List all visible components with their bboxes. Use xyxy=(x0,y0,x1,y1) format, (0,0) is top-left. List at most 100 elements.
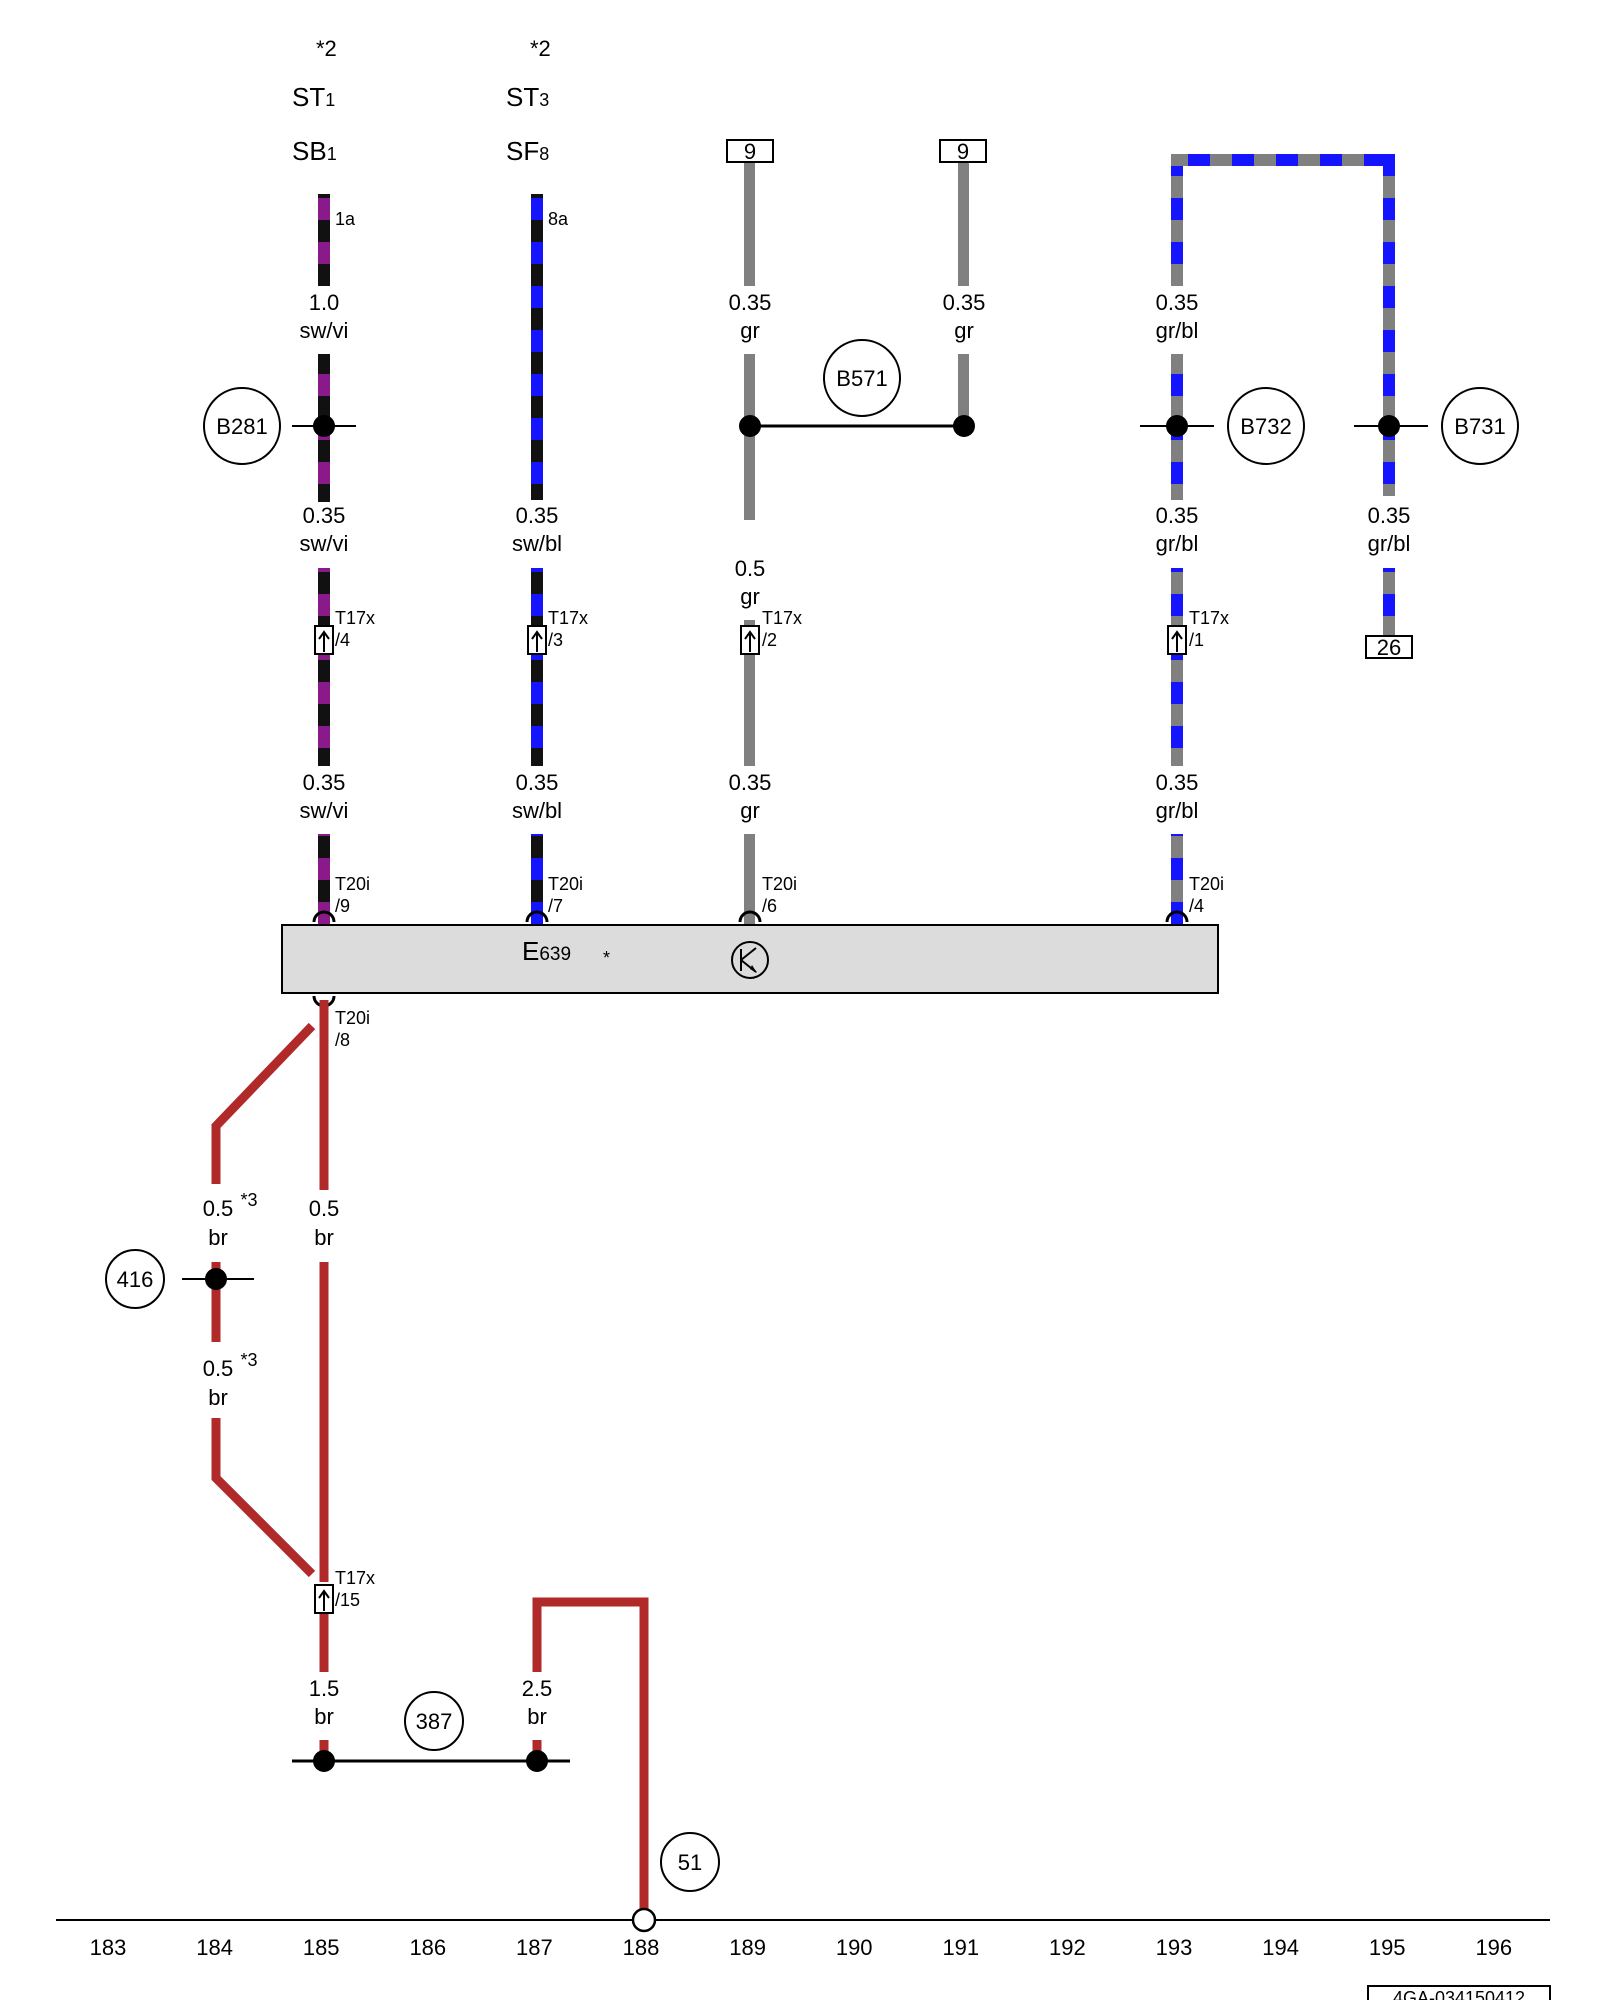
connector-t17x-15: T17x /15 xyxy=(314,1568,375,1614)
wire-189-gr xyxy=(744,162,755,924)
wire-size: 0.35 xyxy=(729,770,772,795)
track-number: 184 xyxy=(196,1935,233,1960)
track-number: 191 xyxy=(942,1935,979,1960)
wire-color: gr xyxy=(740,318,760,343)
wire-color: br xyxy=(527,1704,547,1729)
transistor-icon xyxy=(731,941,769,979)
wire-size: 0.35 xyxy=(1156,290,1199,315)
track-number: 192 xyxy=(1049,1935,1086,1960)
wire-size: 0.35 xyxy=(1156,770,1199,795)
wire-color: gr xyxy=(740,584,760,609)
svg-text:T17x: T17x xyxy=(762,608,802,628)
component-label: E639 xyxy=(522,936,571,966)
brown-wire-labels: 0.5 *3 br 0.5 *3 br 0.5 br 1.5 br 2.5 br xyxy=(203,1190,553,1729)
svg-text:T20i: T20i xyxy=(762,874,797,894)
wire-color: br xyxy=(314,1704,334,1729)
track-number: 186 xyxy=(409,1935,446,1960)
splice-label: B281 xyxy=(216,414,267,439)
wire-size: 0.35 xyxy=(1368,503,1411,528)
splice-label: B732 xyxy=(1240,414,1291,439)
svg-text:/9: /9 xyxy=(335,896,350,916)
splice-label: 416 xyxy=(117,1267,154,1292)
connector-t20i-7: T20i /7 xyxy=(525,874,583,923)
wire-color: gr/bl xyxy=(1156,798,1199,823)
svg-text:T17x: T17x xyxy=(335,1568,375,1588)
supply-st: ST1 xyxy=(292,82,335,112)
svg-text:T20i: T20i xyxy=(548,874,583,894)
wire-color: sw/vi xyxy=(300,798,349,823)
supply-st: ST3 xyxy=(506,82,549,112)
wire-color: sw/bl xyxy=(512,798,562,823)
wire-size: 0.35 xyxy=(729,290,772,315)
track-number: 196 xyxy=(1475,1935,1512,1960)
wire-color: gr xyxy=(954,318,974,343)
splice-b731: B731 xyxy=(1354,387,1519,465)
document-id: 4GA-034150412 xyxy=(1367,1985,1551,2000)
wire-size: 0.35 xyxy=(303,770,346,795)
connector-t20i-9: T20i /9 xyxy=(312,874,370,923)
supply-sf: SF8 xyxy=(506,136,549,166)
svg-text:/4: /4 xyxy=(1189,896,1204,916)
track-number: 195 xyxy=(1369,1935,1406,1960)
splice-label: B571 xyxy=(836,366,887,391)
connector-t17x-1: T17x /1 xyxy=(1167,608,1229,655)
supply-note: *2 xyxy=(530,36,551,61)
wire-size: 0.35 xyxy=(516,770,559,795)
track-number: 189 xyxy=(729,1935,766,1960)
wire-color: gr/bl xyxy=(1156,318,1199,343)
wire-color: br xyxy=(208,1225,228,1250)
wire-193-195-grbl xyxy=(1171,154,1395,924)
wire-note: *3 xyxy=(240,1190,257,1210)
wire-size: 0.5 xyxy=(203,1356,234,1381)
wire-brown-ground xyxy=(211,1000,649,1914)
wire-size: 0.35 xyxy=(1156,503,1199,528)
track-number: 183 xyxy=(90,1935,127,1960)
wire-191-gr xyxy=(958,162,969,426)
svg-text:9: 9 xyxy=(957,139,969,164)
wire-color: gr xyxy=(740,798,760,823)
track-number: 188 xyxy=(623,1935,660,1960)
wire-color: sw/vi xyxy=(300,318,349,343)
connector-t17x-2: T17x /2 xyxy=(740,608,802,655)
wire-color: br xyxy=(314,1225,334,1250)
svg-text:/1: /1 xyxy=(1189,630,1204,650)
track-number: 190 xyxy=(836,1935,873,1960)
wire-size: 0.5 xyxy=(203,1196,234,1221)
wire-size: 0.5 xyxy=(735,556,766,581)
wire-size: 0.35 xyxy=(943,290,986,315)
svg-text:/2: /2 xyxy=(762,630,777,650)
supply-note: *2 xyxy=(316,36,337,61)
connector-t20i-4: T20i /4 xyxy=(1165,874,1224,923)
ground-point-51: 51 xyxy=(660,1832,720,1892)
wire-185-swvi xyxy=(318,194,330,924)
splice-b281: B281 xyxy=(203,387,356,465)
splice-387: 387 xyxy=(292,1691,570,1772)
ref-box-189: 9 xyxy=(726,139,774,164)
wire-color: sw/vi xyxy=(300,531,349,556)
svg-text:/6: /6 xyxy=(762,896,777,916)
wire-labels: 1.0 sw/vi 0.35 sw/vi 0.35 sw/vi 0.35 sw/… xyxy=(300,290,1411,823)
splice-416: 416 xyxy=(105,1249,254,1309)
svg-text:4GA-034150412: 4GA-034150412 xyxy=(1393,1988,1525,2000)
wire-187-swbl xyxy=(531,194,543,924)
wire-size: 1.0 xyxy=(309,290,340,315)
ground-terminal xyxy=(631,1907,657,1933)
ref-box-195: 26 xyxy=(1365,635,1413,660)
pin-label-1a: 1a xyxy=(335,209,356,229)
connector-t20i-6: T20i /6 xyxy=(738,874,797,923)
wire-note: *3 xyxy=(240,1350,257,1370)
svg-text:/4: /4 xyxy=(335,630,350,650)
supply-sb: SB1 xyxy=(292,136,337,166)
svg-text:9: 9 xyxy=(744,139,756,164)
svg-text:T17x: T17x xyxy=(548,608,588,628)
wire-color: gr/bl xyxy=(1156,531,1199,556)
svg-text:T20i: T20i xyxy=(1189,874,1224,894)
svg-text:T17x: T17x xyxy=(1189,608,1229,628)
ground-label: 51 xyxy=(678,1850,702,1875)
svg-text:/15: /15 xyxy=(335,1590,360,1610)
svg-text:T20i: T20i xyxy=(335,1008,370,1028)
supply-187: *2 ST3 SF8 xyxy=(506,36,551,166)
component-e639: E639 * xyxy=(281,924,1219,994)
